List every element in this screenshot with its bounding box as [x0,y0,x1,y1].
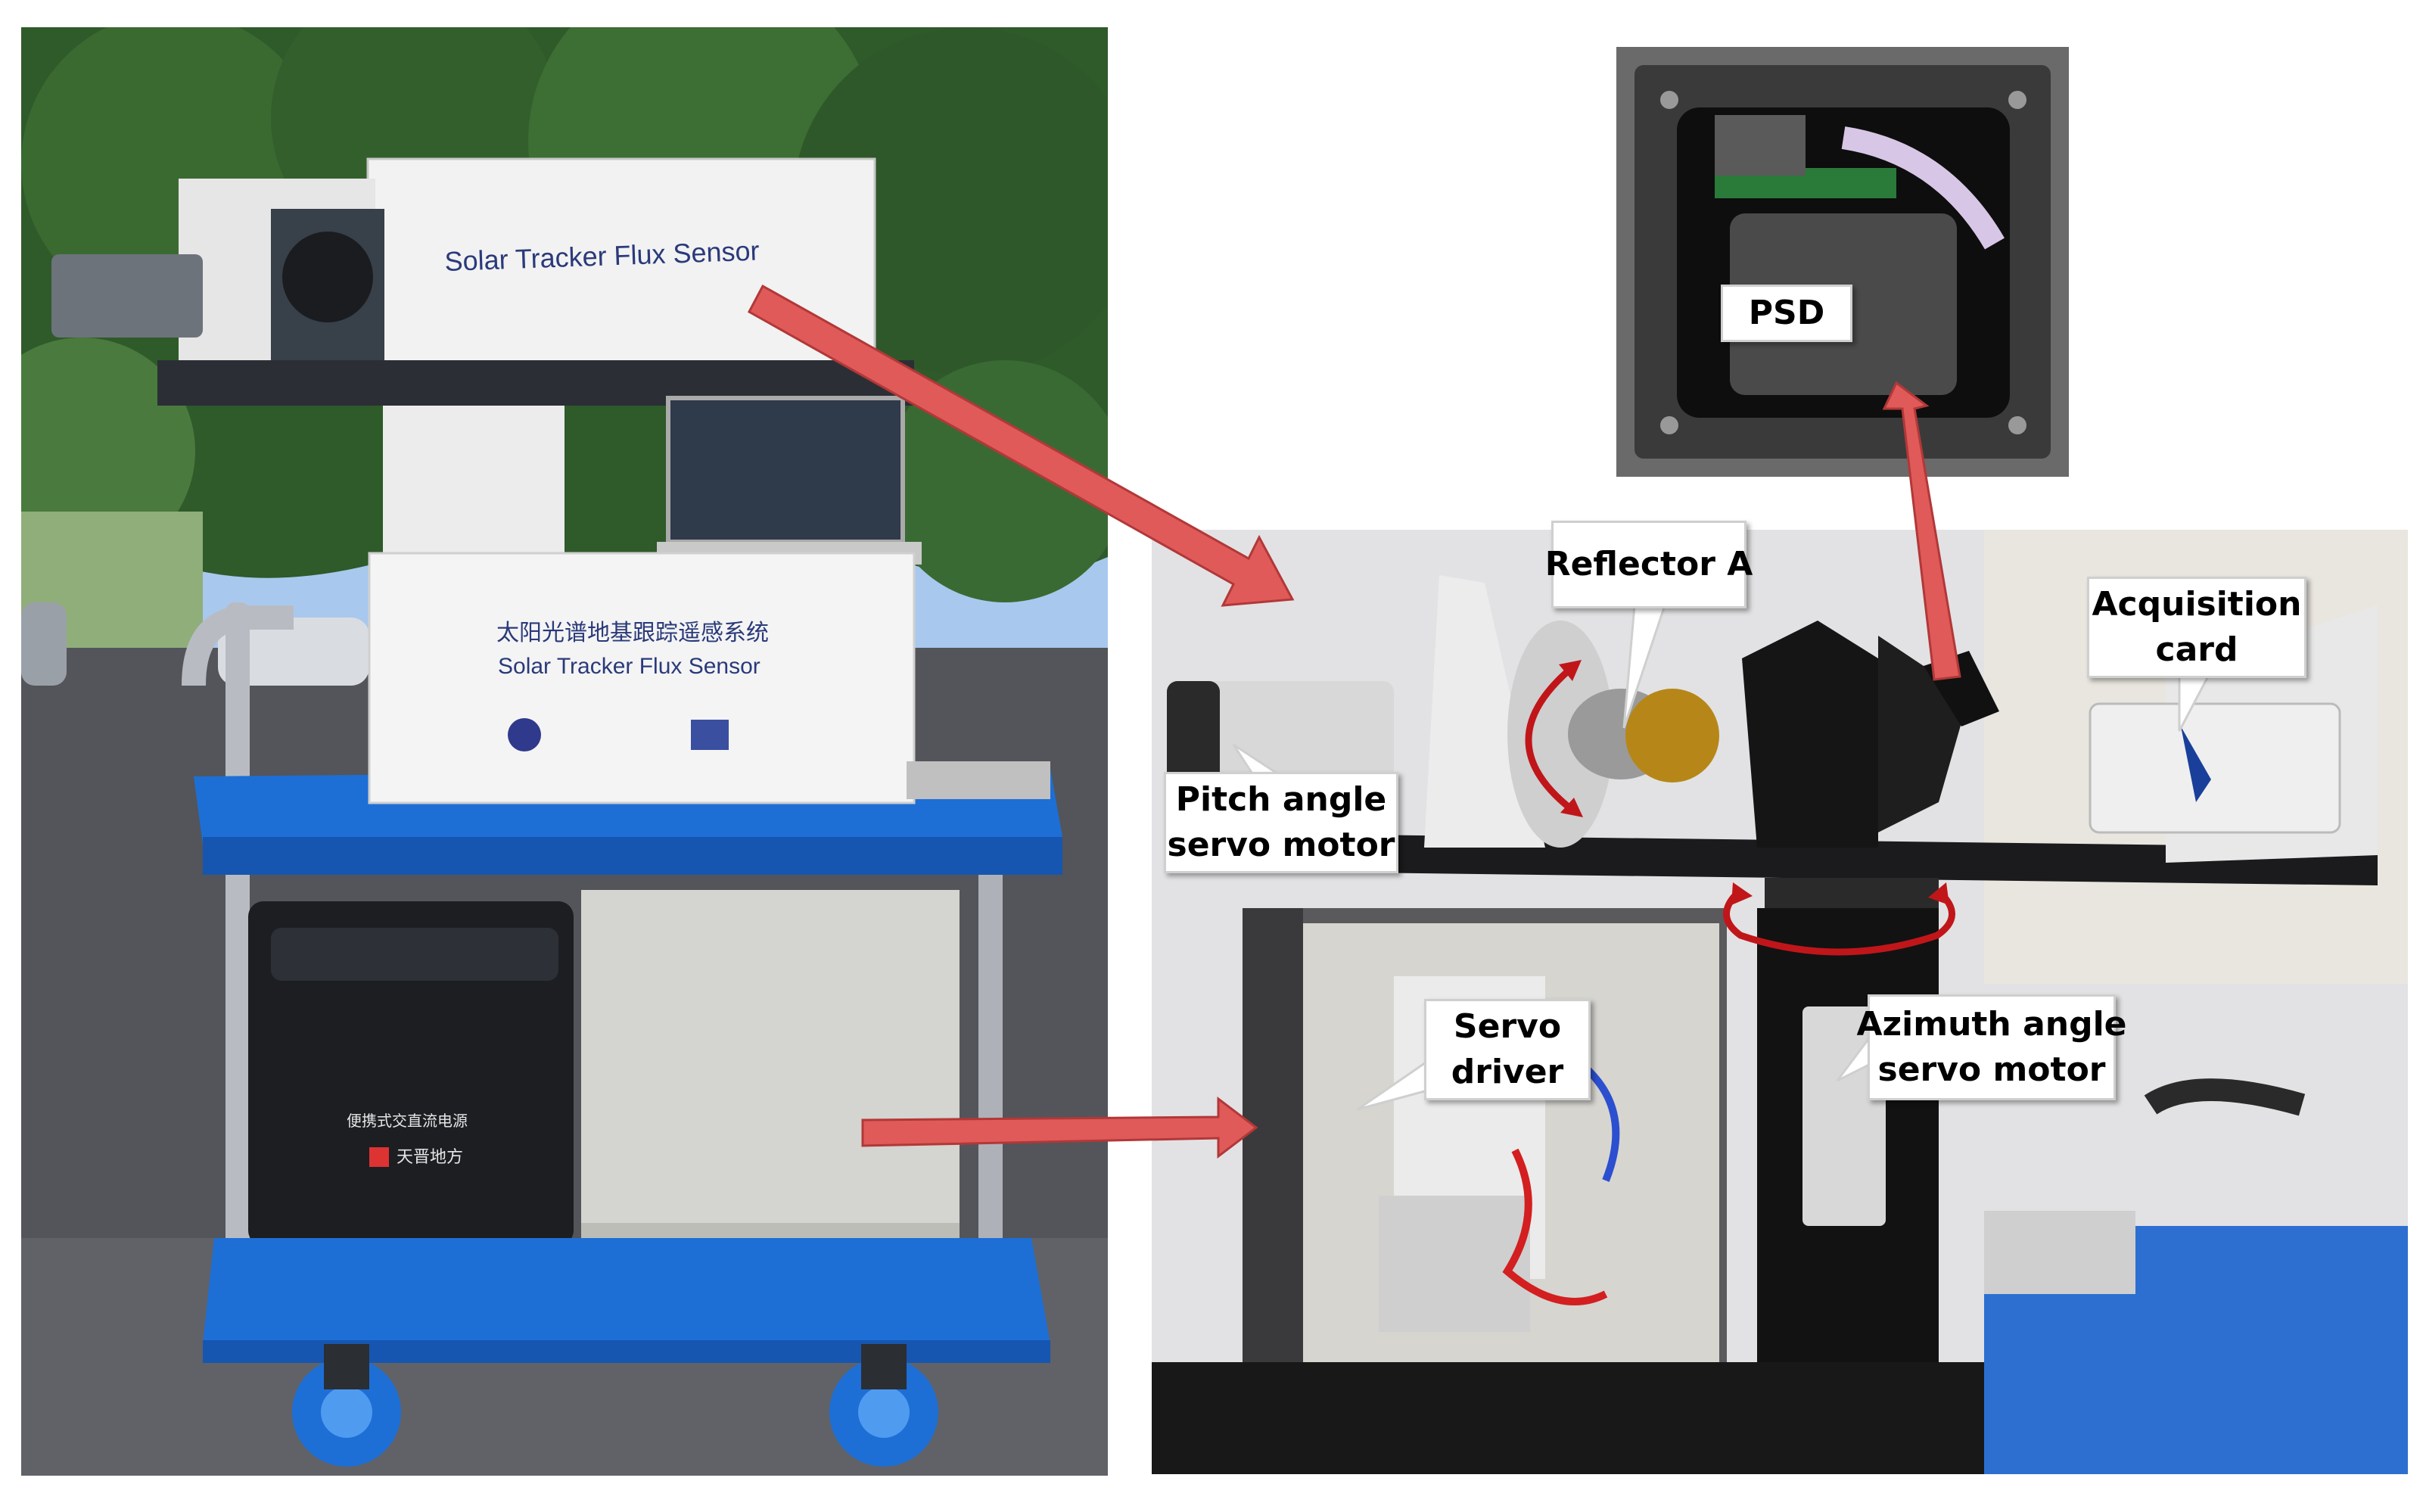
acquisition-card-callout: Acquisition card [2087,577,2306,678]
pitch-angle-label-line2: servo motor [1167,826,1395,864]
servo-driver-label-line1: Servo [1453,1007,1562,1046]
servo-driver-callout: Servo driver [1424,999,1591,1100]
cabinet-sign-en: Solar Tracker Flux Sensor [498,654,760,679]
cabinet-sign-cn: 太阳光谱地基跟踪遥感系统 [496,620,769,646]
field-setup-photo: Solar Tracker Flux Sensor 太阳光谱地基跟踪遥感系统 S… [21,27,1108,1476]
battery-label-cn: 便携式交直流电源 [347,1112,468,1130]
psd-label: PSD [1748,294,1825,332]
battery-brand-cn: 天晋地方 [397,1148,463,1167]
reflector-a-label: Reflector A [1544,545,1753,583]
psd-callout: PSD [1721,285,1852,342]
acquisition-card-label-line2: card [2155,630,2238,669]
azimuth-angle-servo-motor-callout: Azimuth angle servo motor [1856,994,2127,1100]
servo-driver-label-line2: driver [1451,1053,1564,1091]
azimuth-angle-label-line2: servo motor [1877,1050,2106,1089]
pitch-angle-label-line1: Pitch angle [1175,780,1387,819]
pitch-angle-servo-motor-callout: Pitch angle servo motor [1164,772,1398,873]
azimuth-angle-label-line1: Azimuth angle [1856,1005,2127,1044]
reflector-a-callout: Reflector A [1545,521,1753,608]
acquisition-card-label-line1: Acquisition [2092,585,2302,624]
psd-enclosure-photo [1616,47,2069,477]
